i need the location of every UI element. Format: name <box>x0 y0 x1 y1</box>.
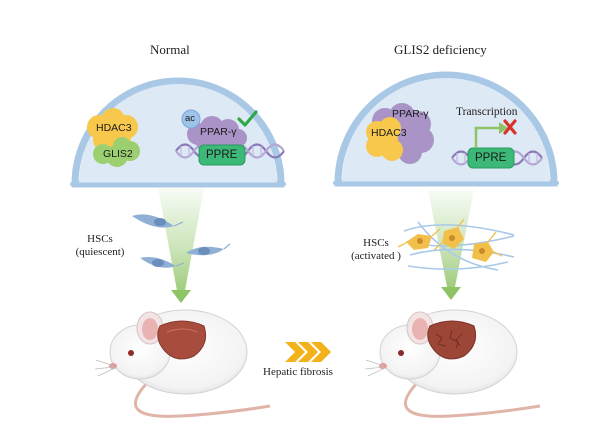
signal-arrowhead-right <box>441 287 461 300</box>
hsc-label-line2: (quiescent) <box>75 246 125 258</box>
acetyl-label: ac <box>185 113 196 124</box>
acetyl-group <box>181 109 201 129</box>
hsc-label-line1: HSCs <box>363 237 389 249</box>
signal-arrowhead-left <box>171 290 191 303</box>
ppre-label-right: PPRE <box>475 152 507 164</box>
check-icon <box>237 110 258 127</box>
hdac3-glis2-complex <box>87 108 140 167</box>
mouse-left <box>94 309 271 418</box>
mouse-right <box>364 309 541 418</box>
left-panel-title: Normal <box>150 42 190 57</box>
chevron-arrows-icon <box>285 342 331 362</box>
transcription-arrowhead <box>499 122 508 134</box>
transcription-arrow <box>474 126 500 148</box>
hsc-label-line2: (activated ) <box>351 250 401 262</box>
hepatic-fibrosis-label: Hepatic fibrosis <box>263 366 333 378</box>
hdac3-label-right: HDAC3 <box>371 127 407 139</box>
right-panel-title: GLIS2 deficiency <box>394 42 487 57</box>
cross-icon <box>503 119 517 135</box>
ppre-box-left <box>198 144 246 166</box>
hdac3-label-left: HDAC3 <box>96 122 132 134</box>
signal-beam-left <box>158 188 204 296</box>
ppar-gamma-label-right: PPAR-γ <box>392 108 429 120</box>
hsc-label-line1: HSCs <box>87 233 113 245</box>
ppre-label-left: PPRE <box>206 149 238 161</box>
ppar-gamma-label-left: PPAR-γ <box>200 126 237 138</box>
hsc-quiescent-label: HSCs (quiescent) <box>70 233 130 259</box>
activated-hsc-cells <box>397 218 503 262</box>
glis2-label: GLIS2 <box>103 148 133 160</box>
hdac3-ppar-complex <box>366 103 434 164</box>
ppre-box-right <box>467 147 515 169</box>
quiescent-hsc-cells <box>132 214 231 268</box>
transcription-label: Transcription <box>456 106 518 118</box>
hsc-activated-label: HSCs (activated ) <box>346 237 406 263</box>
